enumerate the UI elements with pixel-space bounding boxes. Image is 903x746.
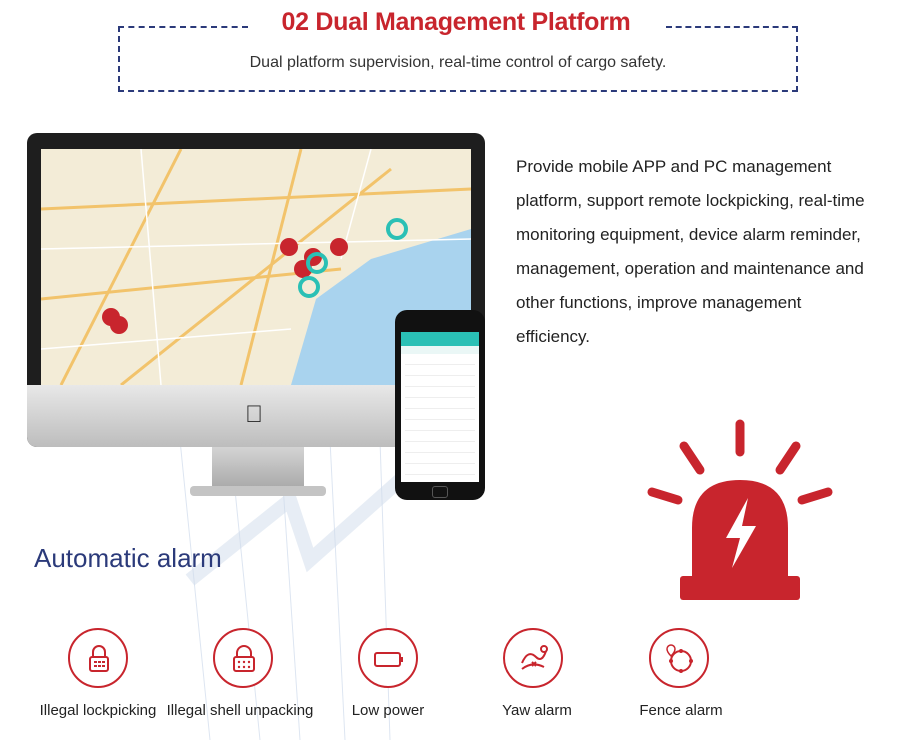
- mobile-phone: [395, 310, 485, 500]
- map-markers: [102, 218, 408, 334]
- phone-app-screen: [401, 332, 479, 482]
- alarm-label: Illegal shell unpacking: [166, 702, 314, 719]
- route-icon: [521, 645, 548, 670]
- padlock-icon: [89, 645, 109, 672]
- monitor-stand-foot: [190, 486, 326, 496]
- section-title: 02 Dual Management Platform: [281, 8, 631, 36]
- header-box: [118, 26, 798, 92]
- phone-home-button: [432, 486, 448, 498]
- apple-logo-icon: : [245, 401, 263, 429]
- alarm-label: Low power: [351, 702, 425, 719]
- alarm-label: Yaw alarm: [502, 702, 572, 719]
- geofence-icon: [666, 644, 693, 673]
- header-border-left: [118, 26, 248, 28]
- monitor-stand: [212, 447, 304, 489]
- alarm-label: Fence alarm: [639, 702, 723, 719]
- alarm-section-title: Automatic alarm: [34, 543, 222, 573]
- shell-lock-icon: [233, 645, 255, 672]
- section-subtitle: Dual platform supervision, real-time con…: [249, 54, 667, 71]
- alarm-label: Illegal lockpicking: [39, 702, 157, 719]
- platform-description: Provide mobile APP and PC management pla…: [516, 157, 865, 346]
- alarm-siren-icon: [647, 419, 833, 600]
- header-border-right: [666, 26, 798, 28]
- map-image: [41, 149, 471, 385]
- battery-icon: [374, 652, 403, 667]
